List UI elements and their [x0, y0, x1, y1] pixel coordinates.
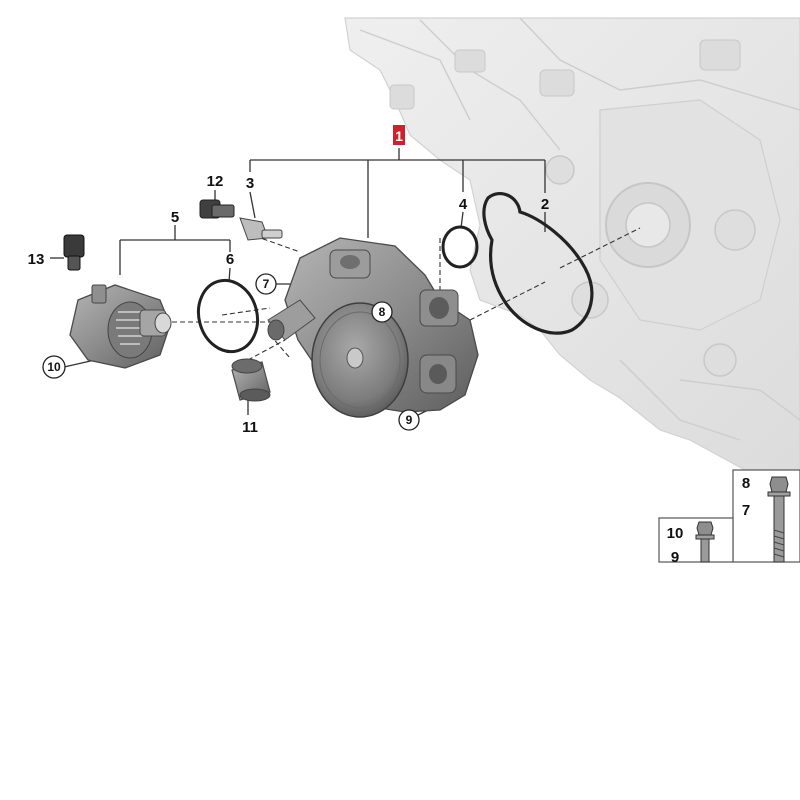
o-ring-large — [196, 278, 260, 354]
legend-box-a — [732, 469, 800, 563]
legend-box-b-bottom: 9 — [671, 549, 679, 566]
pump-gasket — [482, 192, 594, 335]
water-pump-pulley — [311, 302, 409, 418]
callout-8-circle — [371, 301, 393, 323]
legend-box-b-top: 10 — [667, 525, 684, 542]
callout-10-circle — [42, 355, 66, 379]
pipe-connector — [231, 358, 271, 402]
callout-9-circle — [398, 409, 420, 431]
callout-5: 5 — [171, 209, 179, 226]
callout-6: 6 — [226, 251, 234, 268]
legend-box-a-bottom: 7 — [742, 502, 750, 519]
legend-box-b — [658, 517, 734, 563]
leader-lines — [50, 148, 546, 416]
bolt-legend: 8 7 10 9 — [658, 469, 800, 566]
temperature-sensor — [199, 199, 235, 219]
callout-8: 8 — [379, 305, 386, 319]
callout-2: 2 — [541, 196, 549, 213]
callout-13: 13 — [28, 251, 45, 268]
engine-block-illustration — [344, 17, 800, 471]
callout-labels: 1 2 3 4 5 6 11 12 13 7 8 9 10 — [28, 125, 549, 436]
callout-1: 1 — [395, 128, 403, 144]
short-bolt-icon — [695, 521, 715, 563]
long-bolt-icon — [767, 476, 791, 563]
sensor-bolt — [239, 217, 283, 241]
thermostat-housing — [69, 284, 172, 369]
callout-1-highlight — [393, 125, 405, 145]
o-ring-small — [441, 225, 479, 269]
sensor-plug — [63, 234, 85, 271]
legend-box-a-top: 8 — [742, 475, 750, 492]
callout-9: 9 — [406, 413, 413, 427]
callout-10: 10 — [47, 360, 61, 374]
callout-11: 11 — [242, 419, 258, 436]
callout-12: 12 — [207, 173, 224, 190]
callout-7: 7 — [263, 277, 270, 291]
callout-3: 3 — [246, 175, 254, 192]
callout-4: 4 — [459, 196, 468, 213]
callout-7-circle — [255, 273, 277, 295]
